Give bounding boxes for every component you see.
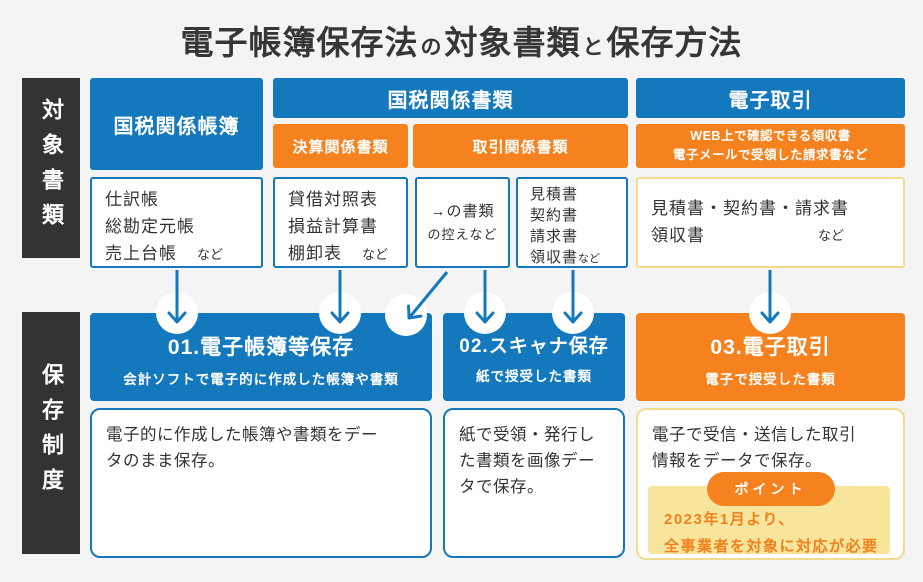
doc-item: 請求書: [530, 228, 579, 245]
doc-item-text: 売上台帳: [105, 244, 177, 263]
doc-item: 見積書・契約書・請求書: [651, 199, 849, 218]
doc-item: 損益計算書: [288, 217, 378, 236]
doc-item: 貸借対照表: [288, 190, 378, 209]
doc-item: 総勘定元帳: [105, 217, 195, 236]
header-electronic-transactions: 電子取引: [636, 78, 905, 118]
method-title: 03.電子取引: [710, 336, 831, 359]
title-part: 保存方法: [606, 24, 743, 61]
docbox-transaction: 見積書 契約書 請求書 領収書など: [516, 177, 628, 268]
etc-label: など: [817, 228, 844, 243]
method-header-scanner-save: 02.スキャナ保存 紙で授受した書類: [443, 313, 625, 401]
method-description-scanner-save: 紙で受領・発行した書類を画像データで保存。: [443, 408, 625, 558]
etc-label: など: [578, 253, 601, 265]
method-subtitle: 会計ソフトで電子的に作成した帳簿や書類: [123, 372, 399, 387]
section-label-preservation-system: 保存制度: [22, 312, 80, 554]
method-title: 02.スキャナ保存: [459, 336, 609, 357]
point-badge: ポイント: [706, 472, 835, 506]
etc-label: など: [362, 247, 389, 262]
doc-item: →の書類: [430, 202, 495, 220]
subheader-line: WEB上で確認できる領収書: [690, 129, 851, 144]
method-description-electronic-books: 電子的に作成した帳簿や書類をデータのまま保存。: [90, 408, 432, 558]
etc-label: など: [197, 247, 224, 262]
section-label-target-documents: 対象書類: [22, 78, 80, 258]
page-title: 電子帳簿保存法 の 対象書類 と 保存方法: [0, 16, 923, 64]
title-part: 電子帳簿保存法: [180, 24, 419, 61]
title-particle: の: [420, 36, 443, 59]
method-title: 01.電子帳簿等保存: [167, 336, 355, 359]
docbox-etransaction: 見積書・契約書・請求書 領収書 など: [636, 177, 905, 268]
title-part: 対象書類: [444, 24, 581, 61]
description-text: 電子で受信・送信した取引情報をデータで保存。: [652, 426, 856, 470]
doc-item: 棚卸表 など: [288, 240, 393, 268]
method-header-electronic-transaction: 03.電子取引 電子で授受した書類: [636, 313, 905, 401]
doc-item: 領収書など: [530, 247, 614, 270]
docbox-copies: →の書類 の控えなど: [415, 177, 510, 268]
doc-item-text: 領収書: [651, 226, 705, 245]
doc-item: 見積書: [530, 186, 579, 203]
docbox-books: 仕訳帳 総勘定元帳 売上台帳 など: [90, 177, 263, 268]
subheader-line: 電子メールで受領した請求書など: [672, 148, 868, 162]
doc-item: の控えなど: [427, 226, 498, 242]
header-national-tax-documents: 国税関係書類: [273, 78, 628, 118]
docbox-settlement: 貸借対照表 損益計算書 棚卸表 など: [273, 177, 408, 268]
subheader-transaction-documents: 取引関係書類: [413, 124, 628, 168]
header-national-tax-books: 国税関係帳簿: [90, 78, 263, 170]
doc-item: 仕訳帳: [105, 190, 159, 209]
doc-item: 売上台帳 など: [105, 240, 248, 268]
method-subtitle: 紙で授受した書類: [476, 369, 592, 384]
method-header-electronic-books: 01.電子帳簿等保存 会計ソフトで電子的に作成した帳簿や書類: [90, 313, 432, 401]
method-subtitle: 電子で授受した書類: [705, 372, 836, 387]
point-line: 2023年1月より、: [664, 511, 795, 528]
doc-item: 領収書 など: [651, 222, 890, 249]
doc-item: 契約書: [530, 207, 579, 224]
doc-item-text: 棚卸表: [288, 244, 342, 263]
arrow-copies-to-method1: [407, 271, 449, 320]
subheader-electronic-transactions: WEB上で確認できる領収書 電子メールで受領した請求書など: [636, 124, 905, 168]
title-particle: と: [582, 36, 605, 59]
method-description-electronic-transaction: 電子で受信・送信した取引情報をデータで保存。 ポイント 2023年1月より、 全…: [636, 408, 905, 560]
description-text: 電子的に作成した帳簿や書類をデータのまま保存。: [106, 426, 378, 470]
subheader-settlement-documents: 決算関係書類: [273, 124, 408, 168]
point-line: 全事業者を対象に対応が必要: [664, 538, 879, 555]
doc-item-text: 領収書: [530, 249, 579, 266]
description-text: 紙で受領・発行した書類を画像データで保存。: [459, 426, 595, 496]
